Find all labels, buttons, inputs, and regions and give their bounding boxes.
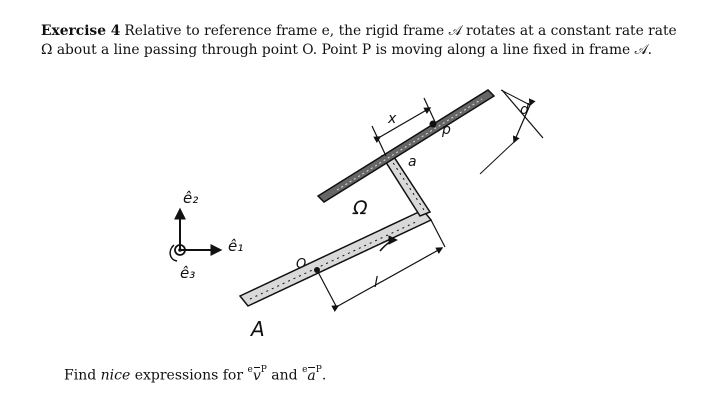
p-label: p	[441, 122, 451, 138]
basis-triad: ê₂ ê₁ ê₃	[169, 189, 243, 282]
origin-label: O	[296, 257, 306, 272]
a-prefix: e	[302, 365, 308, 375]
rotation-indicator: Ω	[352, 197, 398, 252]
v-symbol: v	[252, 366, 261, 384]
question-end: .	[321, 367, 327, 384]
frame-diagram: ê₂ ê₁ ê₃	[169, 89, 544, 341]
e2-label: ê₂	[183, 189, 198, 207]
dimension-marks	[316, 89, 544, 312]
and-text: and	[271, 367, 298, 384]
question-emphasis: nice	[100, 367, 131, 384]
a-symbol: a	[307, 366, 316, 384]
v-superscript: P	[260, 365, 267, 375]
statement-line-2: Ω about a line passing through point O. …	[41, 42, 653, 58]
kinematics-figure: ê₂ ê₁ ê₃	[150, 80, 560, 350]
e1-label: ê₁	[228, 237, 243, 255]
a-superscript: P	[315, 365, 322, 375]
d-label: d	[520, 102, 529, 118]
vertical-bar	[380, 153, 432, 217]
a-label: a	[408, 154, 417, 170]
e3-label: ê₃	[180, 264, 195, 282]
frame-label: A	[249, 317, 265, 341]
omega-label: Ω	[352, 197, 368, 219]
question-prefix: Find	[64, 367, 97, 384]
l-label: l	[374, 275, 378, 291]
x-label: x	[387, 111, 397, 127]
exercise-label: Exercise 4	[41, 23, 121, 39]
question-middle: expressions for	[134, 367, 244, 384]
v-prefix: e	[247, 365, 253, 375]
lower-bar	[238, 209, 433, 307]
statement-text-1: Relative to reference frame e, the rigid…	[124, 23, 677, 39]
question-text: Find nice expressions for evP and eaP.	[64, 362, 326, 386]
